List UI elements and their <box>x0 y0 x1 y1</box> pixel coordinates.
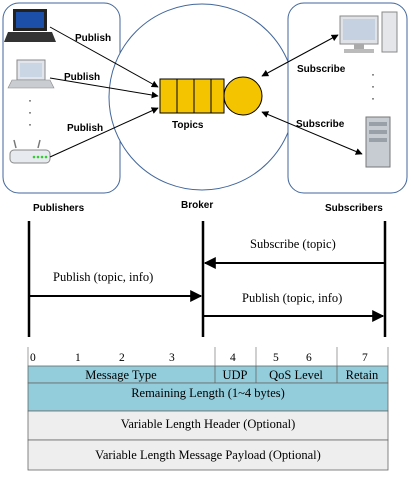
bit-number: 3 <box>169 352 175 364</box>
publish-arrow <box>49 77 159 99</box>
ellipsis-dot: · <box>28 93 32 107</box>
bit-number: 6 <box>306 352 312 364</box>
subscribe-message-label: Subscribe (topic) <box>250 237 336 251</box>
subscribe-label: Subscribe <box>297 64 346 75</box>
ellipsis-dot: · <box>371 67 375 81</box>
bit-number: 0 <box>30 352 36 364</box>
laptop-icon <box>7 59 55 89</box>
bit-numbers: 0 1 2 3 4 5 6 7 <box>30 352 368 364</box>
server-icon <box>365 116 391 168</box>
bit-number: 1 <box>75 352 81 364</box>
publishers-label: Publishers <box>33 203 85 214</box>
topic-queue <box>159 76 263 116</box>
fixed-header-row <box>27 365 389 384</box>
udp-field: UDP <box>222 368 247 382</box>
ellipsis-dot: · <box>371 79 375 93</box>
topics-label: Topics <box>172 120 204 131</box>
bit-number: 4 <box>230 352 236 364</box>
publishers-panel <box>2 2 121 194</box>
subscribe-label: Subscribe <box>296 119 345 130</box>
broker-label: Broker <box>181 200 213 211</box>
bit-number: 5 <box>273 352 279 364</box>
subscribe-arrow <box>261 34 339 77</box>
payload-row <box>27 439 389 471</box>
ellipsis-dot: · <box>28 105 32 119</box>
bit-number: 7 <box>362 352 368 364</box>
qos-level-field: QoS Level <box>269 368 323 382</box>
payload-field: Variable Length Message Payload (Optiona… <box>95 448 321 462</box>
variable-header-row <box>27 410 389 441</box>
publish-message-label: Publish (topic, info) <box>53 270 153 284</box>
retain-field: Retain <box>346 368 379 382</box>
router-icon <box>9 139 51 164</box>
publish-label: Publish <box>75 33 111 44</box>
publish-arrow <box>49 26 159 88</box>
publish-arrow <box>49 107 159 158</box>
desktop-computer-icon <box>339 11 398 53</box>
subscribers-label: Subscribers <box>325 203 383 214</box>
bit-number: 2 <box>119 352 125 364</box>
message-type-field: Message Type <box>85 368 157 382</box>
publish-label: Publish <box>64 72 100 83</box>
ellipsis-dot: · <box>371 91 375 105</box>
laptop-icon <box>4 9 56 42</box>
forward-message-label: Publish (topic, info) <box>242 291 342 305</box>
remaining-length-field: Remaining Length (1~4 bytes) <box>131 386 285 400</box>
remaining-length-row <box>27 382 389 412</box>
ellipsis-dot: · <box>28 117 32 131</box>
subscribe-arrow <box>261 111 363 155</box>
publish-label: Publish <box>67 123 103 134</box>
variable-header-field: Variable Length Header (Optional) <box>121 417 296 431</box>
